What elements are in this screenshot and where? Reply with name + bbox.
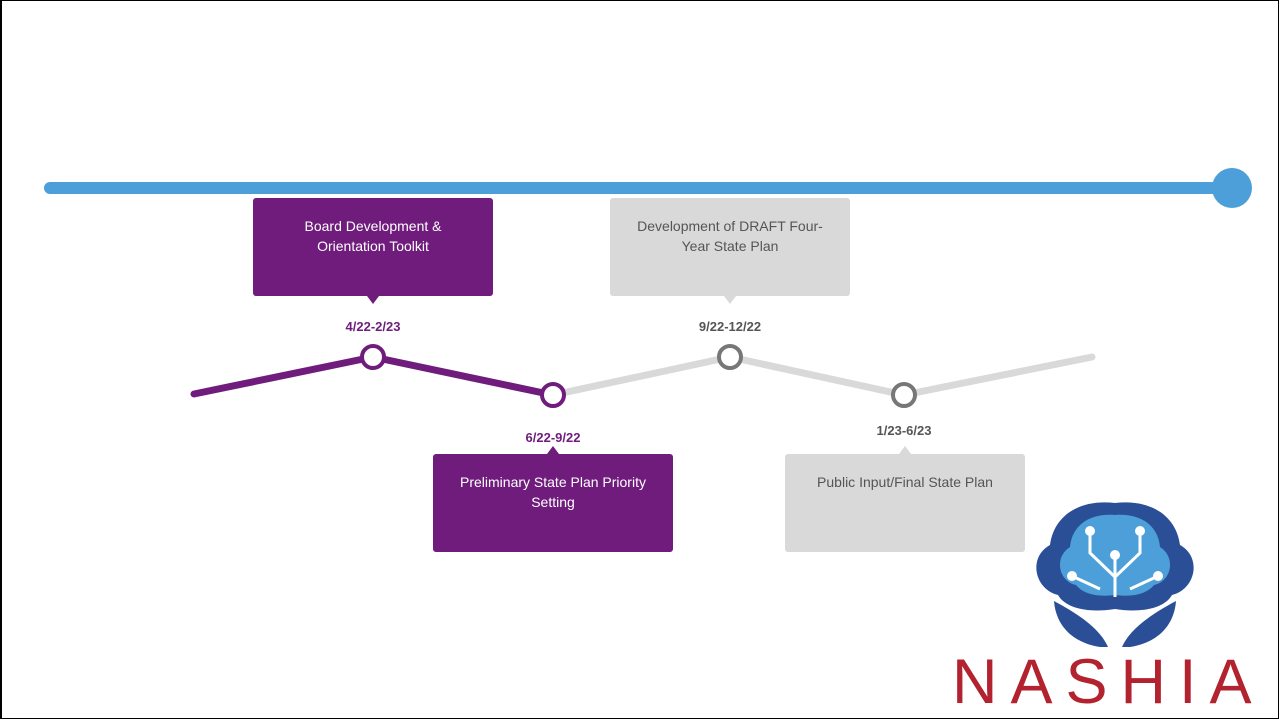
nashia-logo-text: NASHIA	[952, 647, 1265, 717]
callout-pointer	[547, 446, 559, 454]
milestone-label-2: Preliminary State Plan Priority Setting	[460, 474, 646, 510]
callout-pointer	[367, 296, 379, 304]
milestone-node-2	[540, 382, 566, 408]
milestone-label-4: Public Input/Final State Plan	[817, 474, 993, 490]
timeline-end-marker	[1212, 168, 1252, 208]
milestone-callout-3: Development of DRAFT Four-Year State Pla…	[610, 198, 850, 304]
milestone-callout-1: Board Development & Orientation Toolkit	[253, 198, 493, 304]
milestone-node-3	[717, 344, 743, 370]
milestone-label-1: Board Development & Orientation Toolkit	[304, 218, 442, 254]
milestone-node-1	[360, 344, 386, 370]
nashia-logo-icon	[1036, 502, 1194, 647]
callout-pointer	[724, 296, 736, 304]
milestone-date-4: 1/23-6/23	[876, 423, 932, 438]
milestone-callout-4: Public Input/Final State Plan	[785, 446, 1025, 552]
milestone-date-2: 6/22-9/22	[525, 430, 581, 445]
milestone-date-1: 4/22-2/23	[345, 319, 401, 334]
milestone-node-4	[891, 382, 917, 408]
milestone-label-3: Development of DRAFT Four-Year State Pla…	[637, 218, 823, 254]
milestone-date-3: 9/22-12/22	[698, 319, 762, 334]
milestone-callout-2: Preliminary State Plan Priority Setting	[433, 446, 673, 552]
upcoming-path	[549, 353, 1096, 399]
callout-pointer	[899, 446, 911, 454]
